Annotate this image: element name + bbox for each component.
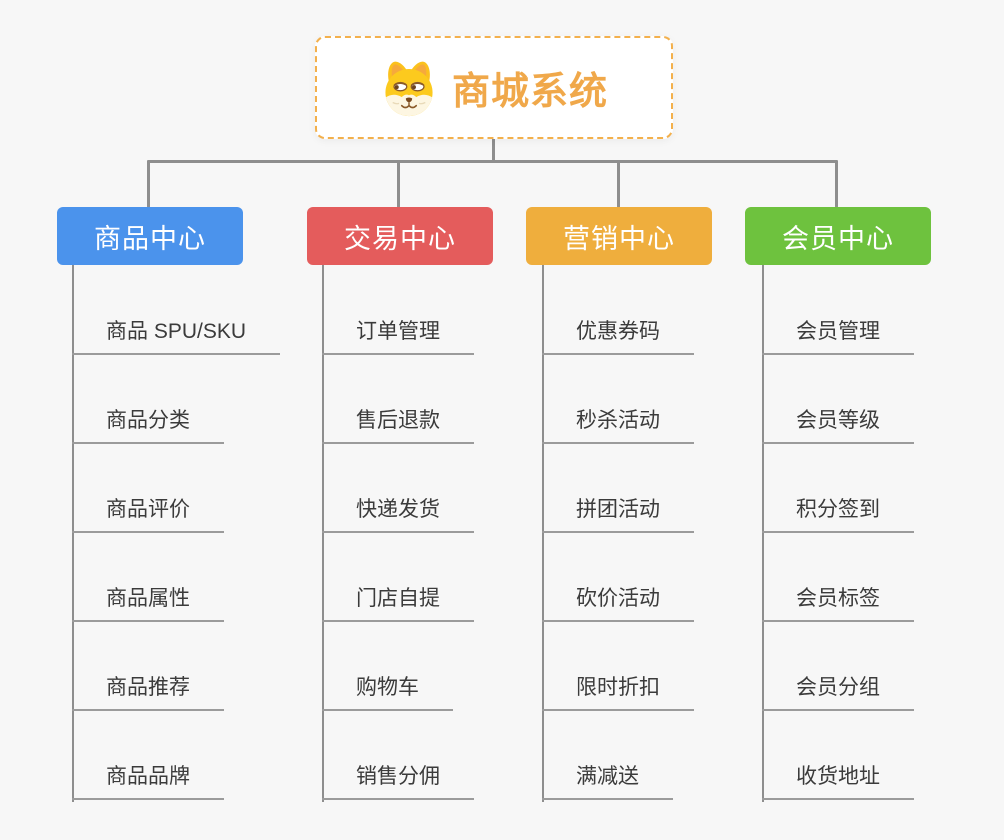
branch-node-products[interactable]: 商品中心	[57, 207, 243, 265]
leaf-node[interactable]: 会员标签	[762, 578, 914, 622]
leaf-node[interactable]: 收货地址	[762, 756, 914, 800]
connector-spine-marketing	[542, 265, 544, 802]
connector-bus	[147, 160, 838, 163]
root-title: 商城系统	[451, 71, 608, 113]
leaf-node[interactable]: 商品品牌	[72, 756, 224, 800]
leaf-node[interactable]: 售后退款	[322, 400, 474, 444]
leaf-node[interactable]: 销售分佣	[322, 756, 474, 800]
leaf-node[interactable]: 商品属性	[72, 578, 224, 622]
leaf-node[interactable]: 快递发货	[322, 489, 474, 533]
leaf-node[interactable]: 满减送	[542, 756, 673, 800]
connector-drop-marketing	[617, 160, 620, 208]
leaf-node[interactable]: 商品分类	[72, 400, 224, 444]
leaf-node[interactable]: 订单管理	[322, 311, 474, 355]
shiba-dog-icon	[385, 61, 433, 116]
connector-spine-trade	[322, 265, 324, 802]
leaf-node[interactable]: 会员等级	[762, 400, 914, 444]
connector-root-stem	[492, 138, 495, 162]
connector-drop-members	[835, 160, 838, 208]
leaf-node[interactable]: 商品评价	[72, 489, 224, 533]
connector-spine-members	[762, 265, 764, 802]
leaf-node[interactable]: 秒杀活动	[542, 400, 694, 444]
leaf-node[interactable]: 门店自提	[322, 578, 474, 622]
branch-node-trade[interactable]: 交易中心	[307, 207, 493, 265]
branch-node-marketing[interactable]: 营销中心	[526, 207, 712, 265]
leaf-node[interactable]: 砍价活动	[542, 578, 694, 622]
leaf-node[interactable]: 会员管理	[762, 311, 914, 355]
leaf-node[interactable]: 积分签到	[762, 489, 914, 533]
leaf-node[interactable]: 拼团活动	[542, 489, 694, 533]
branch-node-members[interactable]: 会员中心	[745, 207, 931, 265]
leaf-node[interactable]: 商品 SPU/SKU	[72, 311, 281, 355]
connector-drop-products	[147, 160, 150, 208]
connector-spine-products	[72, 265, 74, 802]
leaf-node[interactable]: 会员分组	[762, 667, 914, 711]
leaf-node[interactable]: 限时折扣	[542, 667, 694, 711]
leaf-node[interactable]: 购物车	[322, 667, 453, 711]
root-node[interactable]: 商城系统	[315, 36, 673, 139]
leaf-node[interactable]: 商品推荐	[72, 667, 224, 711]
connector-drop-trade	[397, 160, 400, 208]
leaf-node[interactable]: 优惠券码	[542, 311, 694, 355]
